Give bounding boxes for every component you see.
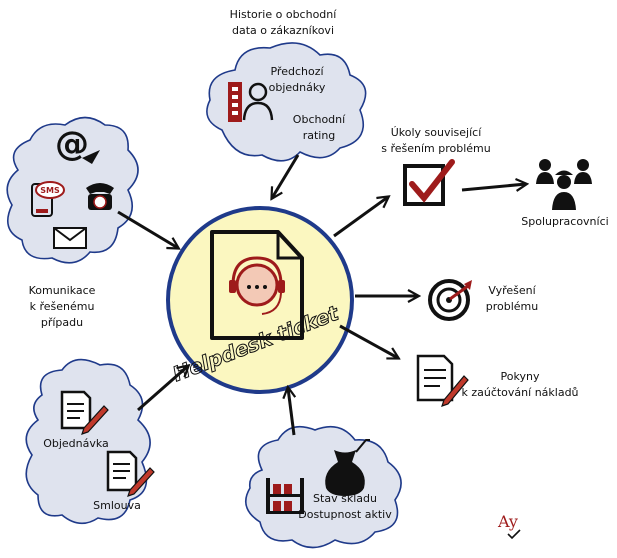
warehouse-shelf-icon: [266, 478, 304, 514]
history-title-line2: data o zákazníkovi: [231, 24, 335, 37]
costs-label-line2: k zaúčtování nákladů: [461, 386, 579, 399]
cloud-stock: [244, 425, 402, 549]
stock-label-line1: Stav skladu: [313, 492, 377, 505]
costs-label-line1: Pokyny: [500, 370, 540, 383]
arrow-collaborators: [461, 184, 526, 190]
collaborators-label: Spolupracovníci: [521, 215, 609, 228]
communication-label-line3: případu: [40, 316, 84, 329]
tasks-label-line2: s řešením problému: [381, 142, 491, 155]
headset-document-icon: [210, 230, 304, 340]
solution-label-line1: Vyřešení: [488, 284, 536, 297]
arrow-costs: [339, 324, 398, 358]
contract-document-icon: [106, 450, 155, 497]
order-document-icon: [60, 390, 109, 435]
target-icon: [428, 279, 472, 321]
team-icon: [536, 159, 592, 210]
arrows: [117, 154, 526, 436]
arrow-stock: [288, 388, 294, 436]
arrow-history: [272, 154, 300, 198]
envelope-icon: [53, 227, 87, 249]
sms-phone-icon: SMS: [31, 181, 65, 217]
order-label: Objednávka: [43, 437, 109, 450]
ay-logo: Ay: [497, 512, 521, 540]
svg-text:@: @: [55, 124, 89, 164]
sms-badge: SMS: [40, 186, 60, 195]
cost-document-icon: [416, 354, 469, 407]
cloud-communication: [6, 116, 139, 264]
telephone-icon: [86, 183, 114, 210]
tasks-label-line1: Úkoly související: [390, 126, 482, 139]
cloud-history: [206, 42, 367, 162]
communication-label-line1: Komunikace: [28, 284, 96, 297]
arrow-tasks: [333, 197, 388, 238]
stock-label-line2: Dostupnost aktiv: [298, 508, 392, 521]
rating-label-line1: Obchodní: [292, 113, 346, 126]
orders-label-line2: objednáky: [268, 81, 326, 94]
checkbox-icon: [403, 159, 455, 206]
history-title-line1: Historie o obchodní: [229, 8, 337, 21]
solution-label-line2: problému: [485, 300, 539, 313]
at-sign-icon: @: [55, 124, 100, 164]
rating-label-line2: rating: [302, 129, 336, 142]
money-bag-icon: [325, 439, 370, 496]
communication-label-line2: k řešenému: [29, 300, 95, 313]
arrow-documents: [137, 366, 188, 412]
arrow-communication: [117, 210, 178, 248]
svg-text:Ay: Ay: [497, 512, 518, 531]
orders-label-line1: Předchozí: [270, 65, 324, 78]
helpdesk-ticket-node: Helpdesk ticket: [166, 206, 354, 394]
contract-label: Smlouva: [93, 499, 141, 512]
building-person-icon: [228, 82, 274, 122]
